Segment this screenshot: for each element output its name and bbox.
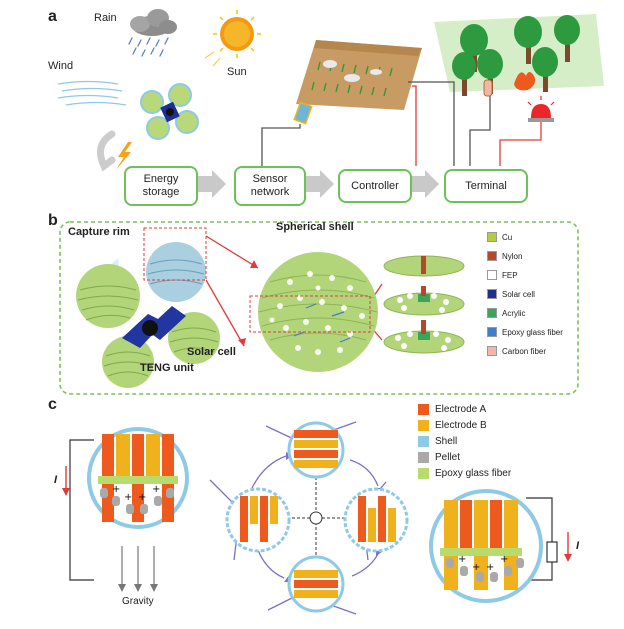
swatch-solar-cell: [487, 289, 497, 299]
exploded-layer-stack: [383, 255, 465, 354]
panel-c-illustration: + + + +: [62, 421, 572, 615]
svg-text:+: +: [152, 484, 160, 495]
flow-arrow-3: [410, 170, 439, 198]
left-electrode-circle: + + + +: [69, 427, 189, 581]
legend-item-epoxy-glass-fiber-c: Epoxy glass fiber: [418, 468, 511, 479]
legend-item-nylon: Nylon: [487, 251, 522, 261]
gravity-arrow-icon: [121, 546, 155, 586]
svg-text:+: +: [112, 484, 120, 495]
teng-unit-label: TENG unit: [140, 362, 194, 374]
svg-text:+: +: [458, 554, 466, 565]
legend-item-epoxy-glass-fiber: Epoxy glass fiber: [487, 327, 563, 337]
svg-text:+: +: [486, 562, 494, 573]
fire-icon: [514, 72, 536, 91]
swatch-pellet: [418, 452, 429, 463]
teng-device-icon: [140, 83, 199, 140]
swatch-electrode-a: [418, 404, 429, 415]
current-arrow-left-icon: [62, 466, 70, 496]
legend-item-solar-cell: Solar cell: [487, 289, 535, 299]
swatch-electrode-b: [418, 420, 429, 431]
current-arrow-right-icon: [564, 532, 572, 562]
swatch-fep: [487, 270, 497, 280]
sensor-network-box: Sensor network: [234, 166, 306, 206]
swatch-epoxy-glass-fiber-c: [418, 468, 429, 479]
sensor-node-icon: [483, 79, 493, 97]
terminal-box: Terminal: [444, 169, 528, 203]
forest-terminal-wire: [469, 96, 491, 166]
teng-assembly: [76, 242, 220, 388]
zoom-box-small: [143, 227, 207, 281]
sensor-network-label: Sensor network: [250, 173, 290, 198]
controller-red-wire: [412, 85, 417, 166]
controller-label: Controller: [351, 179, 399, 192]
swatch-shell: [418, 436, 429, 447]
legend-item-carbon-fiber: Carbon fiber: [487, 346, 546, 356]
legend-item-shell: Shell: [418, 436, 457, 447]
wind-label: Wind: [48, 60, 74, 72]
legend-item-pellet: Pellet: [418, 452, 460, 463]
current-label-left: I: [54, 474, 58, 486]
spherical-shell-label: Spherical shell: [276, 221, 354, 233]
sun-label: Sun: [227, 66, 247, 78]
rain-icon: [128, 37, 169, 57]
svg-text:+: +: [138, 492, 146, 503]
controller-box: Controller: [338, 169, 412, 203]
swatch-acrylic: [487, 308, 497, 318]
panel-a-illustration: [57, 9, 604, 198]
farm-field-icon: [293, 40, 422, 125]
current-label-right: I: [576, 540, 580, 552]
flow-arrow-1: [197, 170, 226, 198]
energy-storage-label: Energy storage: [142, 173, 180, 198]
zoom-box-large: [249, 295, 371, 333]
alarm-light-icon: [527, 96, 555, 122]
field-terminal-wire: [408, 81, 455, 166]
swatch-carbon-fiber: [487, 346, 497, 356]
panel-c-letter: c: [48, 396, 57, 413]
wind-icon: [57, 80, 127, 106]
swatch-cu: [487, 232, 497, 242]
sensor-field-wire: [261, 124, 301, 166]
spherical-shell-icon: [258, 252, 378, 372]
legend-item-fep: FEP: [487, 270, 518, 280]
cycle-diagram: [209, 421, 409, 615]
energy-storage-box: Energy storage: [124, 166, 198, 206]
panel-b-illustration: [59, 221, 579, 395]
legend-item-electrode-a: Electrode A: [418, 404, 486, 415]
svg-text:+: +: [124, 492, 132, 503]
capture-rim-label: Capture rim: [68, 226, 130, 238]
sun-icon: [204, 10, 261, 67]
gravity-label: Gravity: [122, 596, 154, 607]
svg-text:+: +: [500, 554, 508, 565]
panel-b-dashed-frame: [59, 221, 579, 395]
lightning-icon: [116, 142, 132, 170]
swatch-nylon: [487, 251, 497, 261]
svg-text:+: +: [472, 562, 480, 573]
right-electrode-circle: + + + +: [429, 489, 558, 603]
cloud-icon: [130, 9, 177, 36]
swatch-epoxy-glass-fiber: [487, 327, 497, 337]
terminal-label: Terminal: [465, 179, 507, 192]
flow-arrow-2: [305, 170, 334, 198]
wind-swirl-arrow: [96, 130, 116, 172]
rain-label: Rain: [94, 12, 117, 24]
legend-item-cu: Cu: [487, 232, 512, 242]
alarm-red-wire: [499, 122, 542, 166]
legend-item-electrode-b: Electrode B: [418, 420, 487, 431]
legend-item-acrylic: Acrylic: [487, 308, 526, 318]
panel-b-letter: b: [48, 212, 58, 229]
solar-cell-label: Solar cell: [187, 346, 236, 358]
panel-a-letter: a: [48, 8, 57, 25]
